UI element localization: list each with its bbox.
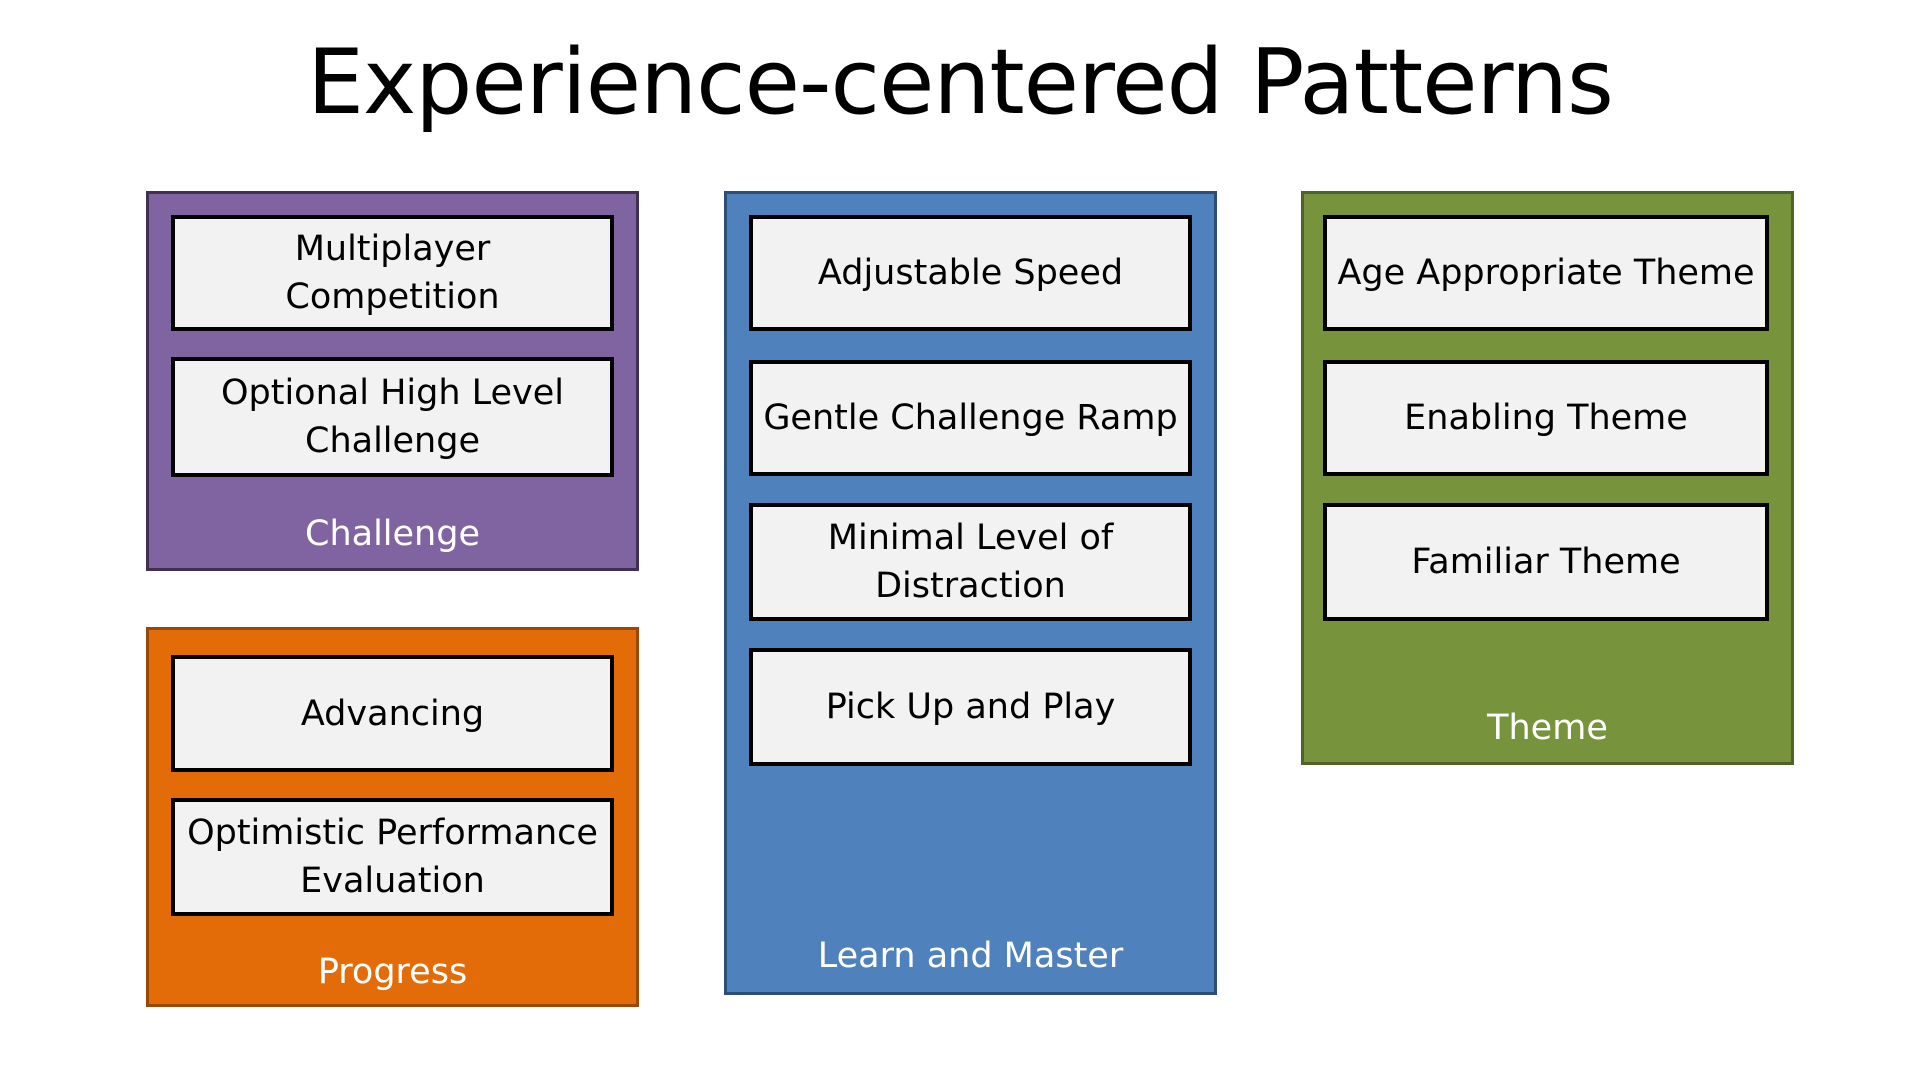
- pattern-gentle-challenge-ramp: Gentle Challenge Ramp: [749, 360, 1192, 476]
- group-label-theme: Theme: [1487, 708, 1608, 748]
- group-label-progress: Progress: [317, 952, 468, 992]
- group-theme: Age Appropriate Theme Enabling Theme Fam…: [1301, 191, 1794, 765]
- pattern-optimistic-performance-evaluation: Optimistic Performance Evaluation: [171, 798, 614, 916]
- pattern-familiar-theme: Familiar Theme: [1323, 503, 1769, 621]
- pattern-age-appropriate-theme: Age Appropriate Theme: [1323, 215, 1769, 331]
- pattern-enabling-theme: Enabling Theme: [1323, 360, 1769, 476]
- group-label-learn-and-master: Learn and Master: [817, 936, 1124, 976]
- group-label-challenge: Challenge: [305, 514, 480, 554]
- diagram-title: Experience-centered Patterns: [307, 30, 1614, 135]
- pattern-multiplayer-competition: Multiplayer Competition: [171, 215, 614, 331]
- pattern-pick-up-and-play: Pick Up and Play: [749, 648, 1192, 766]
- pattern-adjustable-speed: Adjustable Speed: [749, 215, 1192, 331]
- pattern-advancing: Advancing: [171, 655, 614, 772]
- group-challenge: Multiplayer Competition Optional High Le…: [146, 191, 639, 571]
- pattern-minimal-level-of-distraction: Minimal Level of Distraction: [749, 503, 1192, 621]
- group-progress: Advancing Optimistic Performance Evaluat…: [146, 627, 639, 1007]
- group-learn-and-master: Adjustable Speed Gentle Challenge Ramp M…: [724, 191, 1217, 995]
- pattern-optional-high-level-challenge: Optional High Level Challenge: [171, 357, 614, 477]
